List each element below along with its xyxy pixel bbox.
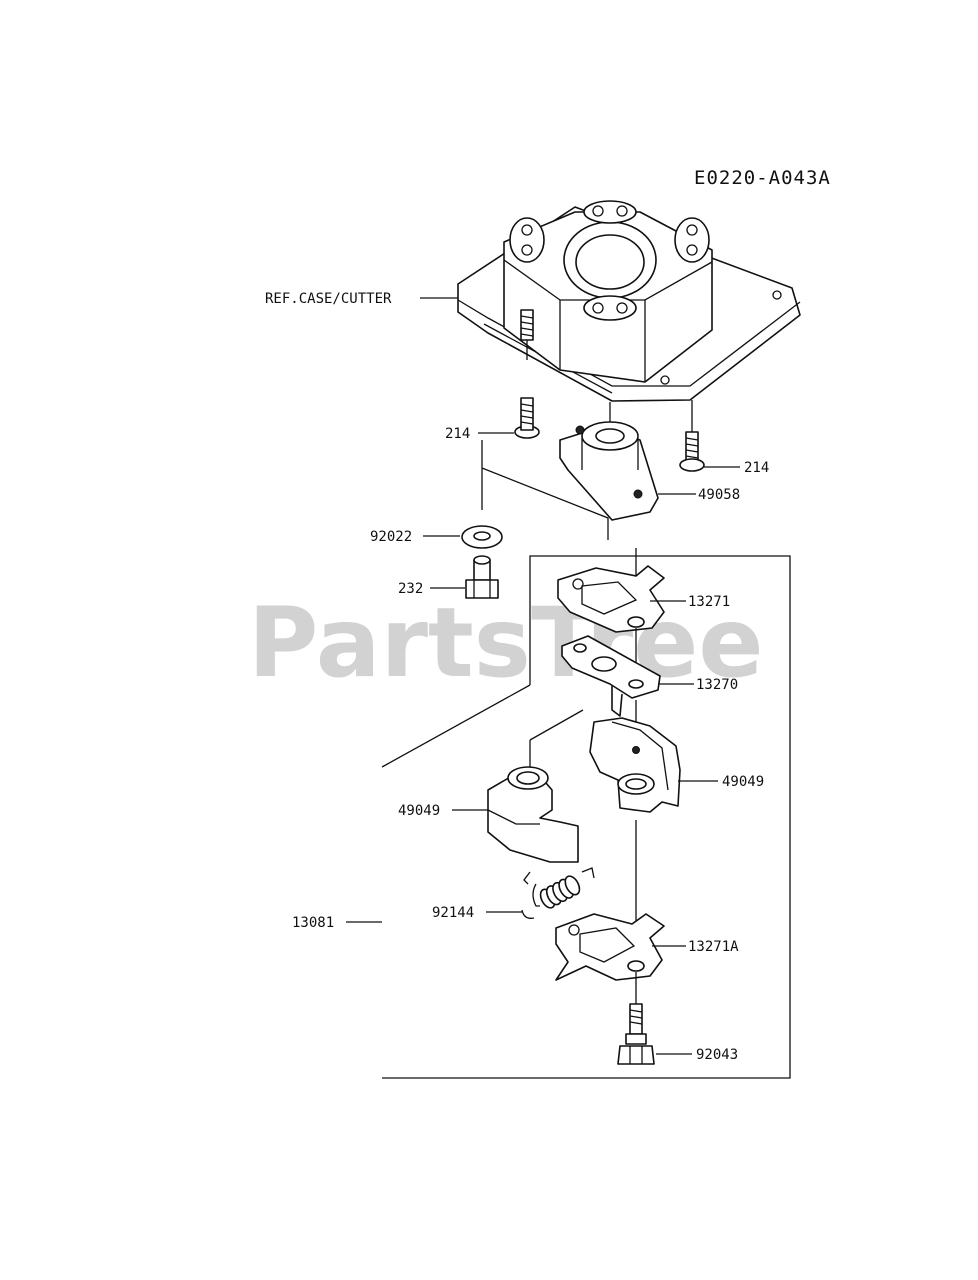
label-washer-92022: 92022 [370,529,412,545]
nut-part[interactable] [465,555,499,599]
label-plate-13270: 13270 [696,677,738,693]
washer-part[interactable] [461,525,503,549]
label-shoe-49049-right: 49049 [722,774,764,790]
label-bolt-92043: 92043 [696,1047,738,1063]
plate-lower-part[interactable] [555,913,665,981]
label-plate-13271a: 13271A [688,939,739,955]
label-clutch-13081: 13081 [292,915,334,931]
clutch-assembly-frame [346,555,791,1079]
label-screw-214-right: 214 [744,460,769,476]
label-shoe-49049-left: 49049 [398,803,440,819]
label-bracket-49058: 49058 [698,487,740,503]
watermark: PartsTree [248,587,763,699]
shoe-left-part[interactable] [487,766,579,863]
spring-part[interactable] [521,867,595,919]
label-nut-232: 232 [398,581,423,597]
plate-middle-part[interactable] [561,635,661,717]
case-cutter-part[interactable] [457,200,801,402]
diagram-code: E0220-A043A [694,167,831,189]
label-plate-13271: 13271 [688,594,730,610]
bolt-part[interactable] [617,1003,655,1065]
label-spring-92144: 92144 [432,905,474,921]
screw-right-part[interactable] [679,400,705,472]
label-screw-214-left: 214 [445,426,470,442]
shoe-right-part[interactable] [589,717,681,813]
label-ref-case-cutter: REF.CASE/CUTTER [265,291,392,307]
bracket-part[interactable] [559,421,659,521]
